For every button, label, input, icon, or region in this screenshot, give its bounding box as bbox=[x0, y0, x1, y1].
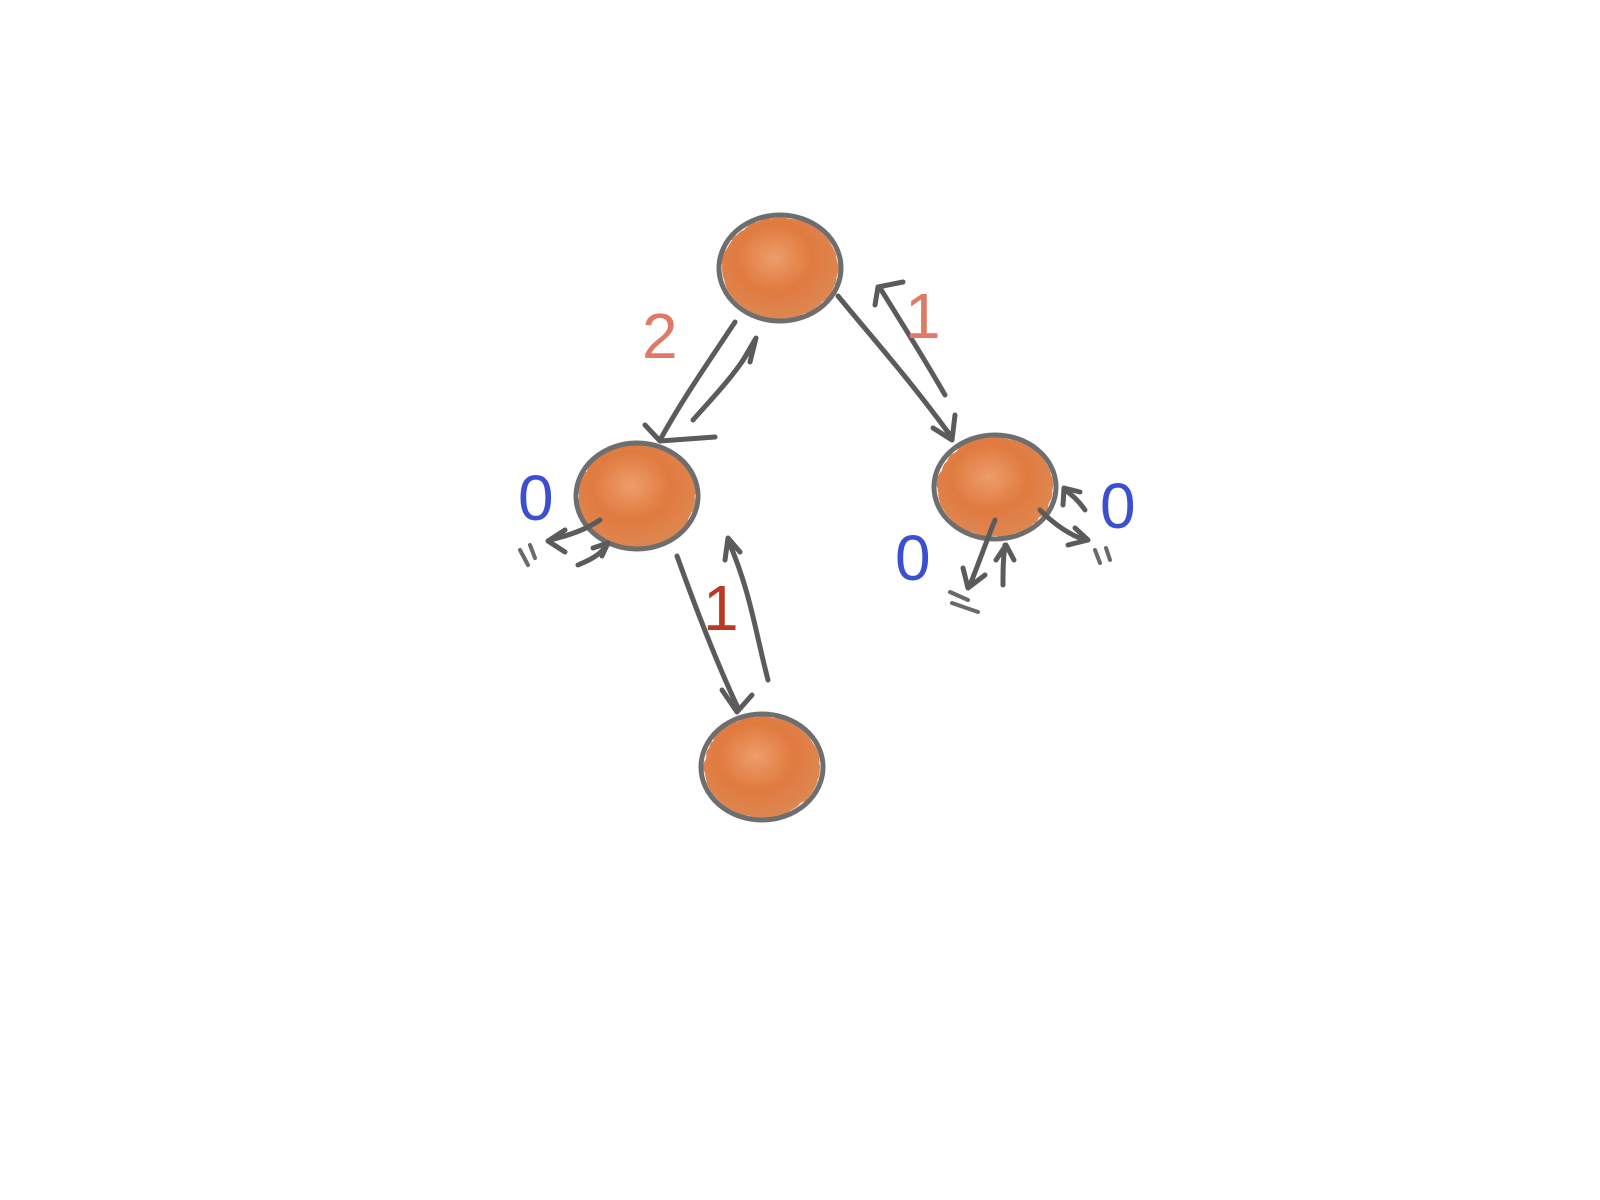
arrowhead-root-left bbox=[642, 422, 718, 444]
arrow-null-right-right bbox=[1062, 487, 1088, 513]
arrowhead-right-root bbox=[872, 279, 906, 308]
node-left bbox=[573, 440, 701, 552]
arrowhead-left-child bbox=[719, 687, 755, 715]
null-mark bbox=[518, 548, 530, 567]
arrow-up-right-root bbox=[877, 285, 948, 398]
null-mark-right-left bbox=[948, 590, 970, 602]
edge-root-right bbox=[835, 279, 958, 443]
arrow-right-null-left bbox=[967, 517, 998, 588]
arrow-down-left-child bbox=[674, 553, 741, 711]
arrowhead-null-right-right bbox=[1060, 485, 1083, 508]
arrowhead-left-root bbox=[739, 335, 759, 365]
edge-root-left bbox=[642, 319, 759, 444]
arrowhead-null-right-left bbox=[993, 542, 1017, 563]
arrow-right-null-right bbox=[1037, 507, 1088, 543]
arrowhead-null-left bbox=[590, 540, 611, 559]
edge-left-leftchild bbox=[674, 535, 771, 715]
null-edges-right bbox=[948, 485, 1112, 614]
label-left-child: 1 bbox=[703, 572, 739, 644]
null-mark-right-right bbox=[1093, 548, 1102, 565]
arrowhead-right-null-right bbox=[1065, 525, 1091, 548]
label-left-null: 0 bbox=[518, 462, 554, 534]
null-edges-left bbox=[518, 517, 611, 568]
arrow-up-child-left bbox=[725, 537, 771, 683]
node-right bbox=[931, 432, 1059, 542]
arrowhead-root-right bbox=[930, 412, 958, 443]
arrow-down-root-left bbox=[657, 319, 738, 443]
arrowhead-child-left bbox=[722, 535, 743, 563]
arrowhead-left-null bbox=[545, 527, 568, 555]
label-right-null-right: 0 bbox=[1100, 470, 1136, 542]
node-left-child bbox=[698, 711, 826, 823]
node-root bbox=[716, 212, 844, 324]
label-root-right: 1 bbox=[905, 280, 941, 352]
label-right-null-left: 0 bbox=[895, 522, 931, 594]
label-root-left: 2 bbox=[642, 300, 678, 372]
arrowhead-right-null-left bbox=[960, 565, 988, 591]
arrow-down-root-right bbox=[835, 293, 953, 438]
